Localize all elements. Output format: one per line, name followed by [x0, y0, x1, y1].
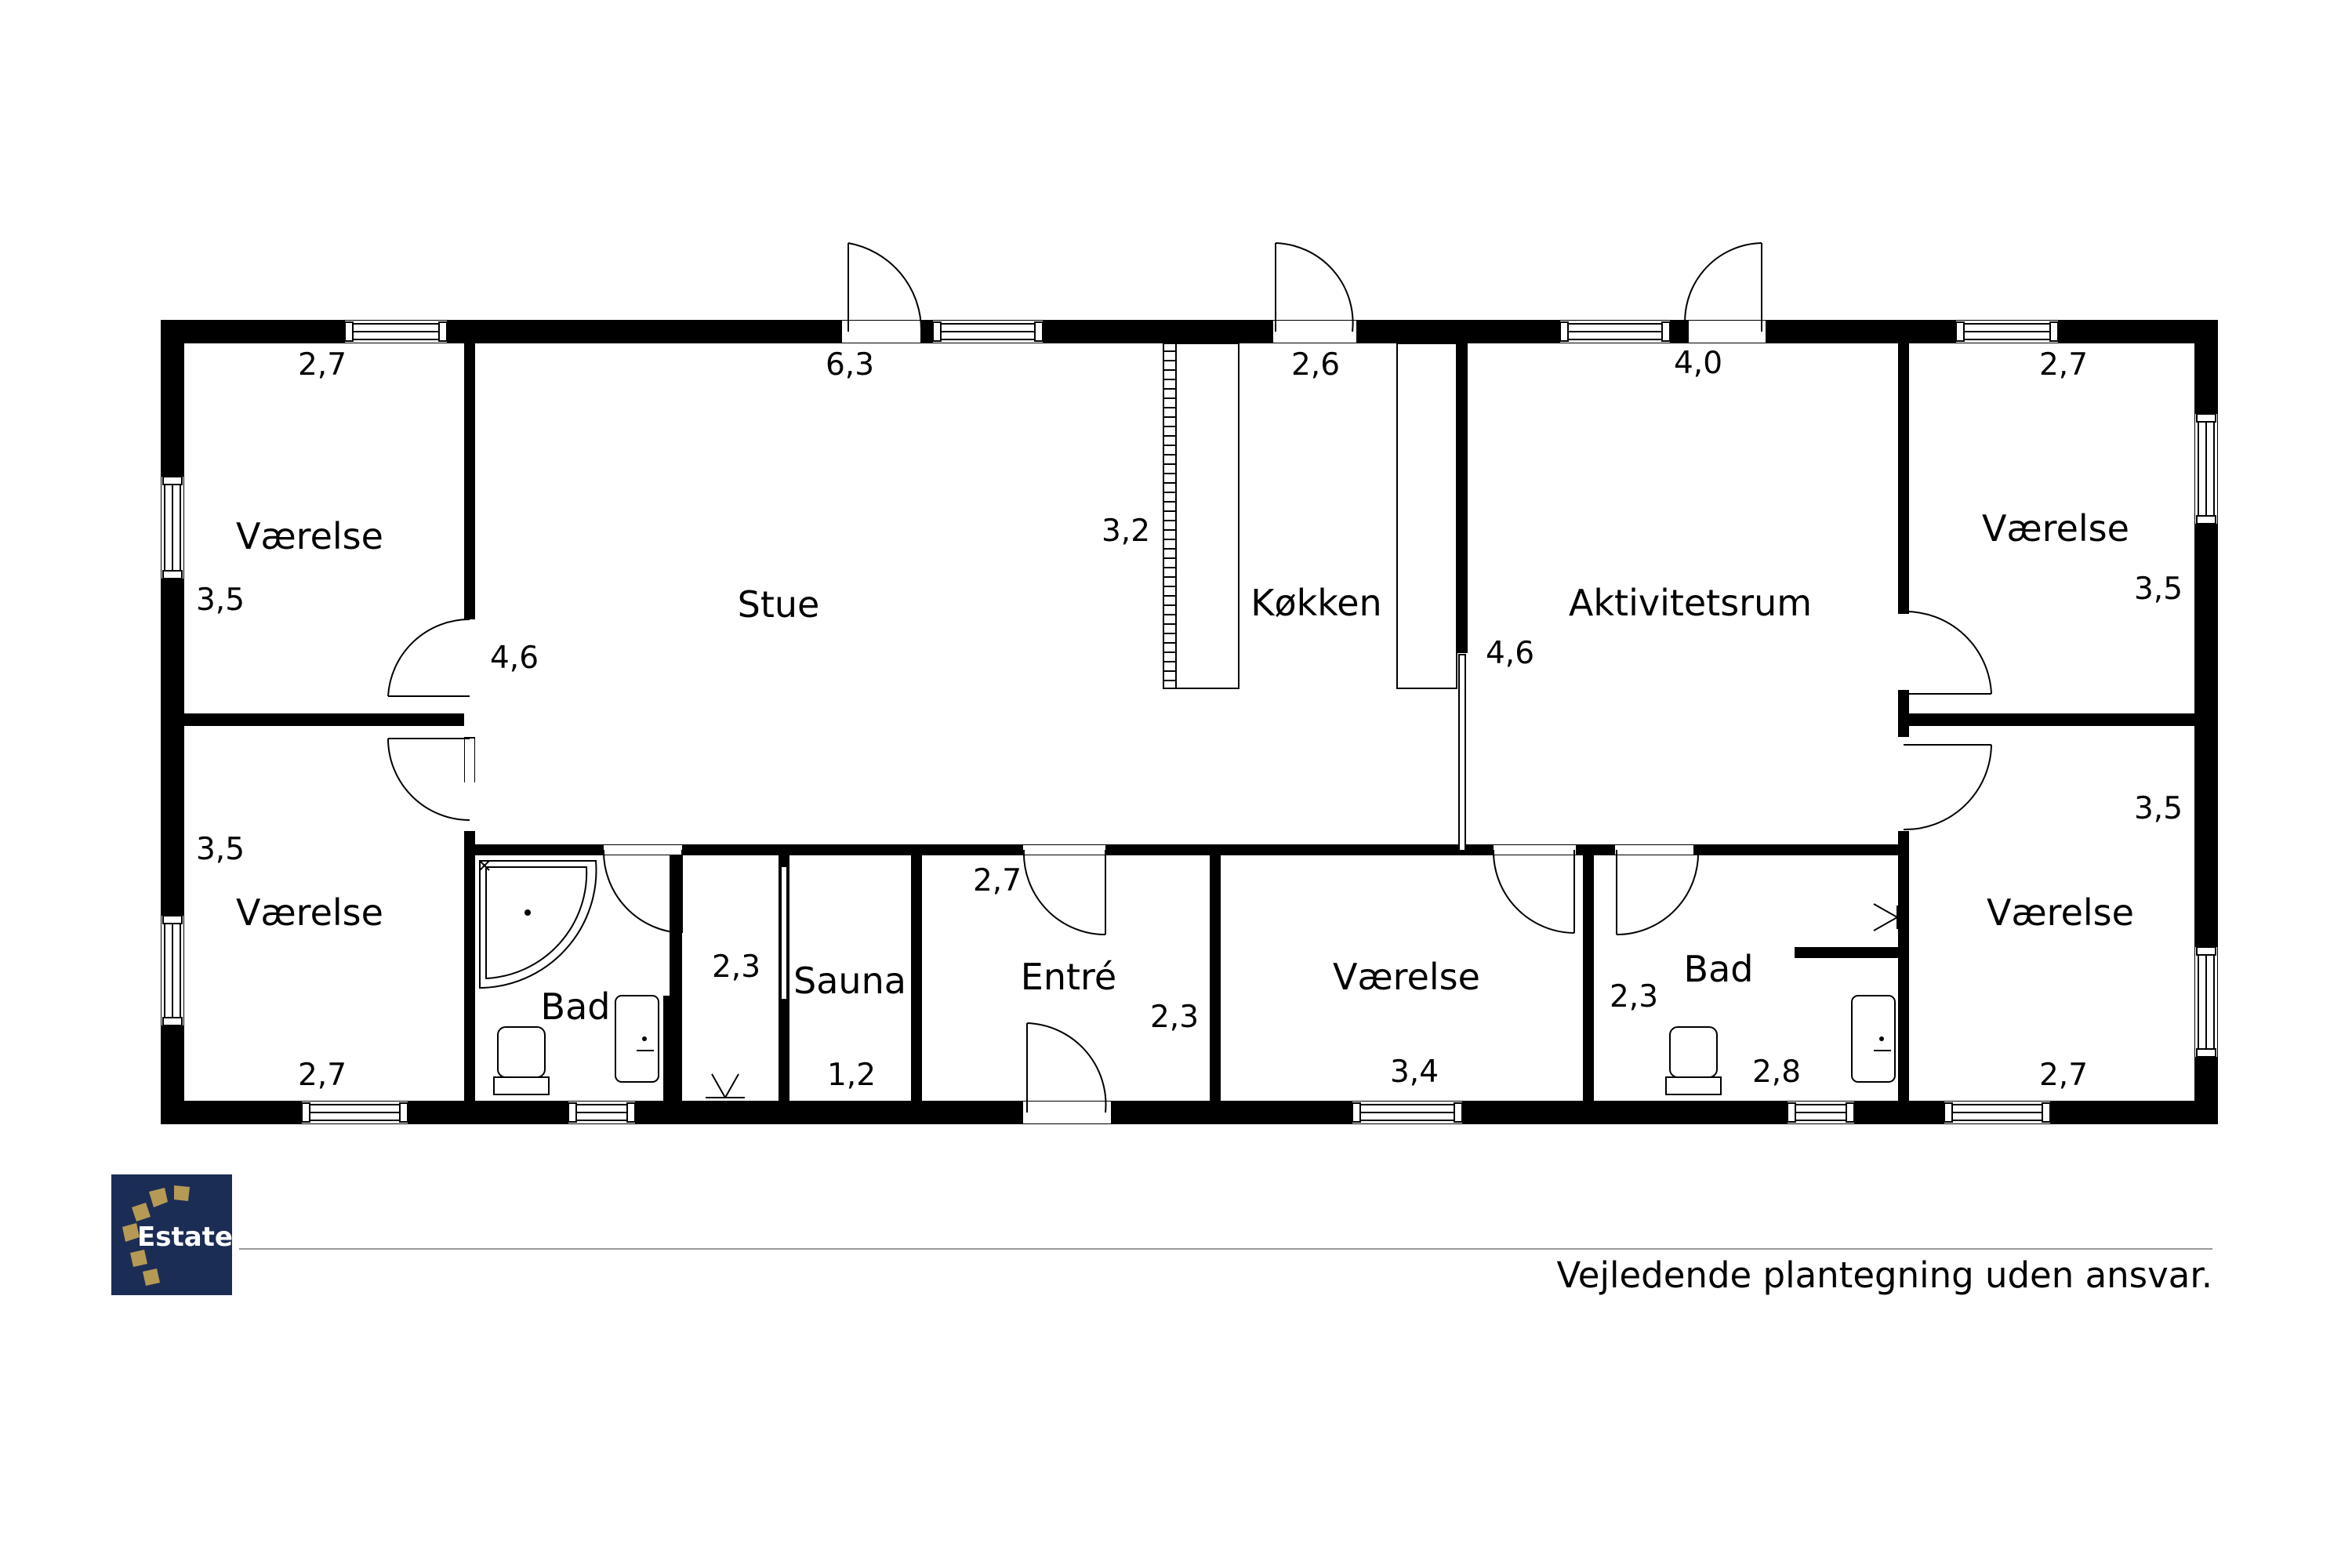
dimension-label: 6,3	[826, 347, 874, 383]
footer-disclaimer: Vejledende plantegning uden ansvar.	[1557, 1254, 2212, 1296]
dimension-label: 4,6	[490, 641, 539, 676]
dimension-label: 2,7	[298, 347, 347, 383]
room-label-vaerelse-sw: Værelse	[236, 891, 383, 934]
dimension-label: 3,2	[1102, 514, 1150, 549]
room-label-bad-west: Bad	[541, 985, 611, 1028]
dimension-label: 2,7	[973, 863, 1022, 898]
room-label-stue: Stue	[738, 583, 820, 626]
kitchen-fixtures	[1163, 343, 1457, 689]
room-label-vaerelse-ne: Værelse	[1982, 507, 2129, 550]
room-label-vaerelse-se: Værelse	[1987, 891, 2134, 934]
room-label-vaerelse-nw: Værelse	[236, 515, 383, 557]
room-label-vaerelse-south: Værelse	[1333, 956, 1480, 998]
room-label-koekken: Køkken	[1250, 582, 1381, 624]
dimension-label: 2,6	[1291, 347, 1340, 383]
windows	[162, 321, 2217, 1123]
dimension-label: 2,7	[2039, 1058, 2088, 1093]
logo-emblem-icon	[122, 1185, 190, 1286]
dimension-label: 2,3	[1610, 979, 1658, 1014]
room-label-bad-east: Bad	[1684, 948, 1754, 990]
dimension-label: 3,4	[1390, 1054, 1439, 1090]
dimension-label: 3,5	[2134, 791, 2183, 826]
logo-text: Estate	[137, 1221, 233, 1253]
room-label-entre: Entré	[1021, 956, 1116, 998]
bathroom-fixtures	[479, 860, 1898, 1101]
dimension-label: 2,8	[1752, 1054, 1801, 1090]
dimension-label: 3,5	[2134, 572, 2183, 607]
room-labels: Værelse Værelse Stue Køkken Aktivitetsru…	[236, 507, 2134, 1028]
room-label-sauna: Sauna	[793, 960, 906, 1002]
dimension-label: 3,5	[196, 832, 245, 867]
room-label-aktivitetsrum: Aktivitetsrum	[1569, 582, 1812, 624]
dimension-label: 2,3	[712, 949, 760, 985]
dimension-label: 2,3	[1150, 1000, 1199, 1035]
dimension-label: 1,2	[827, 1058, 876, 1093]
dimension-labels: 2,7 3,5 4,6 3,5 2,7 6,3 3,2 2,6 4,0 4,6 …	[196, 346, 2183, 1093]
dimension-label: 4,6	[1486, 636, 1534, 671]
dimension-label: 4,0	[1674, 346, 1722, 381]
dimension-label: 3,5	[196, 583, 245, 618]
doors	[387, 242, 1992, 1123]
estate-logo: Estate	[111, 1174, 233, 1295]
dimension-label: 2,7	[2039, 347, 2088, 383]
dimension-label: 2,7	[298, 1058, 347, 1093]
